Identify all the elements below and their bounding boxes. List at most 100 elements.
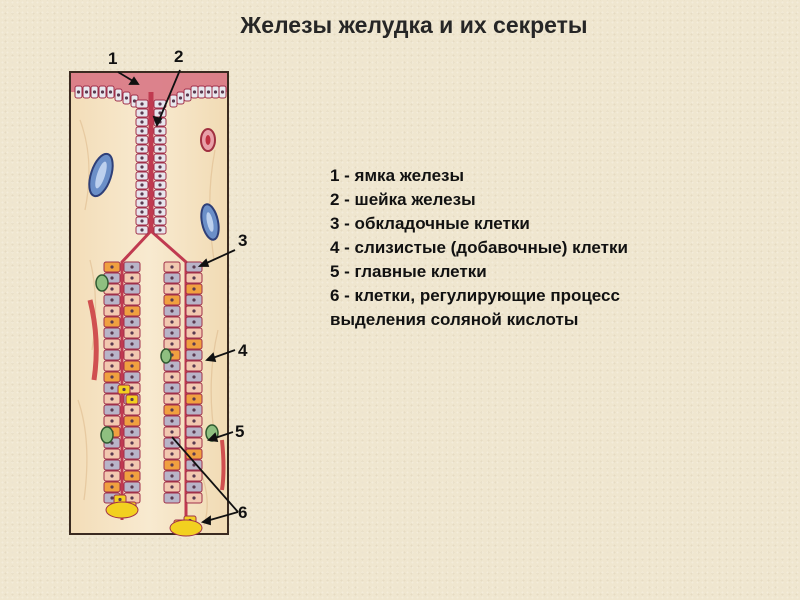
callout-3: 3 [238, 231, 247, 250]
cell-nucleus [170, 441, 174, 445]
cell-nucleus [170, 320, 174, 324]
cell-nucleus [110, 265, 114, 269]
cell-nucleus [110, 496, 114, 500]
cell-nucleus [192, 342, 196, 346]
cell-nucleus [130, 265, 134, 269]
cell-nucleus [170, 364, 174, 368]
cell-nucleus [170, 287, 174, 291]
cell-nucleus [140, 228, 144, 232]
capillary-top-right [200, 128, 216, 152]
cell-nucleus [130, 386, 134, 390]
cell-nucleus [192, 441, 196, 445]
callout-lines [117, 69, 239, 526]
cell-nucleus [130, 441, 134, 445]
cell-nucleus [84, 90, 89, 94]
cell-nucleus [206, 90, 211, 94]
cell-nucleus [192, 496, 196, 500]
cell-nucleus [130, 474, 134, 478]
cell-nucleus [185, 93, 190, 97]
cell-nucleus [130, 287, 134, 291]
cell-nucleus [130, 419, 134, 423]
cell-nucleus [92, 90, 97, 94]
legend: 1 - ямка железы 2 - шейка железы 3 - обк… [330, 164, 628, 332]
cell-nucleus [140, 165, 144, 169]
cell-nucleus [130, 276, 134, 280]
cell-nucleus [130, 342, 134, 346]
gland-cells [103, 261, 203, 537]
cell-nucleus [140, 210, 144, 214]
cell-nucleus [158, 183, 162, 187]
cell-nucleus [110, 331, 114, 335]
cell-nucleus [158, 147, 162, 151]
cell-nucleus [192, 419, 196, 423]
legend-item-4: 4 - слизистые (добавочные) клетки [330, 238, 628, 257]
cell-nucleus [140, 120, 144, 124]
cell-nucleus [192, 375, 196, 379]
cell-nucleus [192, 309, 196, 313]
cell-nucleus [130, 364, 134, 368]
cell-nucleus [140, 192, 144, 196]
cell-nucleus [170, 452, 174, 456]
cell-nucleus [199, 90, 204, 94]
cell-nucleus [130, 353, 134, 357]
cell-nucleus [213, 90, 218, 94]
cell-nucleus [130, 408, 134, 412]
cell-nucleus [122, 387, 126, 392]
cell-nucleus [171, 99, 176, 103]
blood-vessel-right [200, 203, 220, 241]
cell-nucleus [110, 485, 114, 489]
cell-nucleus [170, 430, 174, 434]
cell-nucleus [110, 353, 114, 357]
callout-1: 1 [108, 49, 117, 68]
cell-nucleus [178, 96, 183, 100]
cell-nucleus [170, 309, 174, 313]
cell-nucleus [108, 90, 113, 94]
cell-nucleus [110, 364, 114, 368]
cell-nucleus [170, 342, 174, 346]
cell-nucleus [170, 496, 174, 500]
capillary-right-low [220, 439, 226, 491]
cell-nucleus [192, 474, 196, 478]
cell-nucleus [170, 463, 174, 467]
cell-nucleus [170, 331, 174, 335]
cell-nucleus [170, 386, 174, 390]
cell-nucleus [110, 309, 114, 313]
cell-nucleus [110, 452, 114, 456]
cell-nucleus [158, 174, 162, 178]
cell-nucleus [110, 441, 114, 445]
cell-nucleus [130, 496, 134, 500]
cell-nucleus [110, 386, 114, 390]
cell-nucleus [140, 219, 144, 223]
cell-nucleus [140, 138, 144, 142]
cell-nucleus [170, 375, 174, 379]
cell-nucleus [140, 129, 144, 133]
legend-item-6: 6 - клетки, регулирующие процесс [330, 286, 620, 305]
cell-nucleus [170, 298, 174, 302]
callout-5: 5 [235, 422, 244, 441]
cell-nucleus [130, 375, 134, 379]
gland-base [169, 519, 203, 537]
cell-nucleus [110, 397, 114, 401]
cell-nucleus [170, 408, 174, 412]
cell-nucleus [130, 452, 134, 456]
cell-nucleus [110, 408, 114, 412]
page-title: Железы желудка и их секреты [240, 12, 588, 38]
cell-nucleus [110, 463, 114, 467]
cell-nucleus [100, 90, 105, 94]
cell-nucleus [158, 219, 162, 223]
capillary-left-mid [87, 299, 99, 381]
cell-nucleus [140, 174, 144, 178]
callout-2: 2 [174, 47, 183, 66]
cell-nucleus [192, 90, 197, 94]
callout-6: 6 [238, 503, 247, 522]
cell-nucleus [124, 96, 129, 100]
cell-nucleus [116, 93, 121, 97]
cell-nucleus [192, 430, 196, 434]
legend-item-1: 1 - ямка железы [330, 166, 465, 185]
cell-nucleus [158, 102, 162, 106]
cell-nucleus [192, 276, 196, 280]
cell-nucleus [192, 298, 196, 302]
legend-item-2: 2 - шейка железы [330, 190, 476, 209]
cell-nucleus [130, 430, 134, 434]
cell-nucleus [192, 353, 196, 357]
